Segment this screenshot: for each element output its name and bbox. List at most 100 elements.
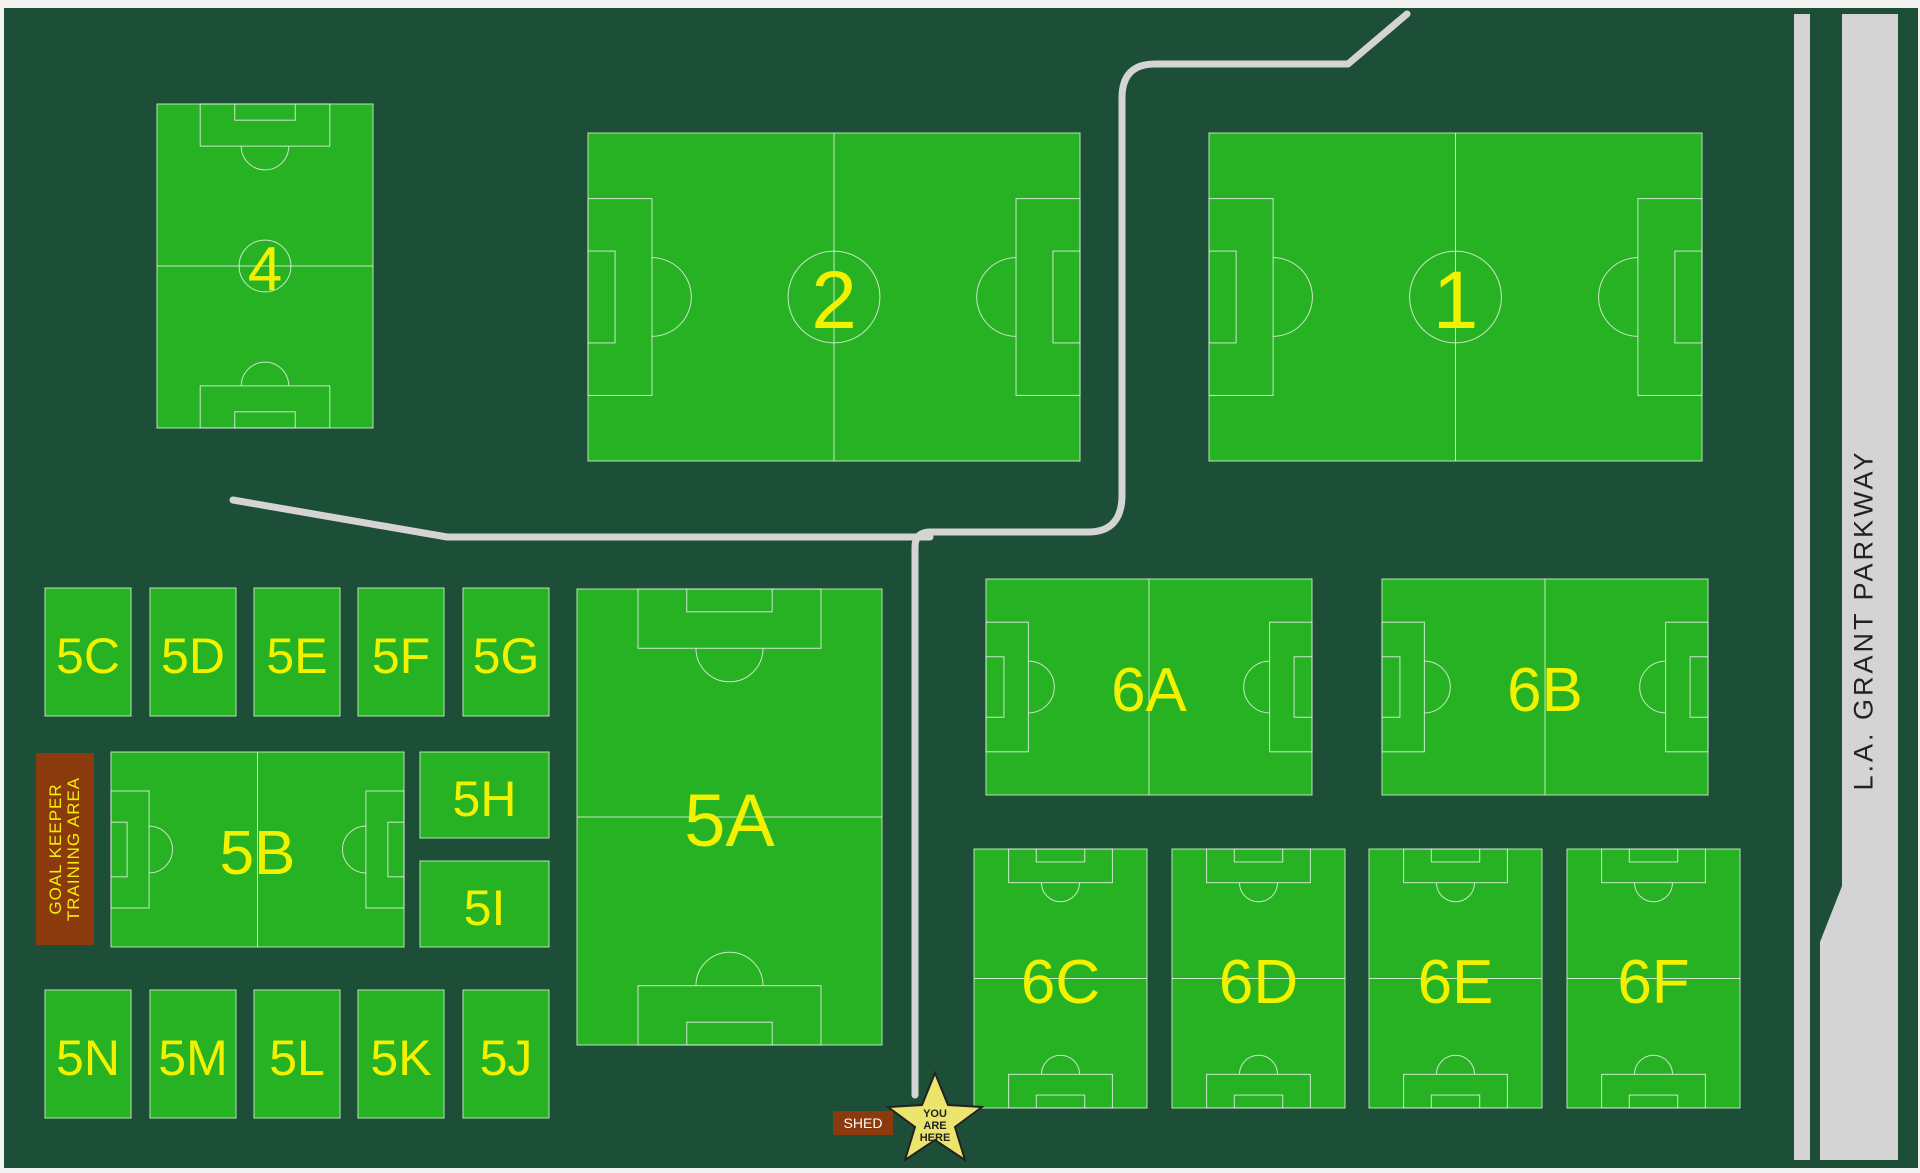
goal-box xyxy=(1430,1094,1481,1109)
field-surface xyxy=(149,587,237,717)
field-5k[interactable] xyxy=(357,989,445,1119)
field-surface xyxy=(253,587,341,717)
footpaths xyxy=(229,10,1411,1099)
field-label-2: 2 xyxy=(811,255,857,346)
penalty-arc xyxy=(1633,1054,1674,1075)
goal-box xyxy=(985,656,1005,718)
penalty-arc xyxy=(342,825,366,874)
field-5d[interactable] xyxy=(149,587,237,717)
footpath-west xyxy=(229,496,934,541)
you-are-here-star xyxy=(885,1070,985,1163)
goal-box xyxy=(1233,848,1284,863)
goal-box xyxy=(1430,848,1481,863)
fields-layer xyxy=(44,103,1741,1119)
field-5n[interactable] xyxy=(44,989,132,1119)
field-surface xyxy=(357,587,445,717)
field-5c[interactable] xyxy=(44,587,132,717)
penalty-arc xyxy=(1040,1054,1081,1075)
goal-box xyxy=(1233,1094,1284,1109)
goal-box xyxy=(1052,250,1081,344)
you-are-here-line1: YOU xyxy=(923,1107,947,1120)
goal-box xyxy=(587,250,616,344)
field-surface xyxy=(419,860,550,948)
field-surface xyxy=(462,989,550,1119)
field-label-6b: 6B xyxy=(1507,656,1583,725)
goal-box xyxy=(234,411,296,429)
goal-box xyxy=(1628,1094,1679,1109)
penalty-arc xyxy=(1435,1054,1476,1075)
field-1[interactable] xyxy=(1208,132,1703,462)
field-5i[interactable] xyxy=(419,860,550,948)
penalty-arc xyxy=(1273,257,1313,337)
field-label-4: 4 xyxy=(247,235,283,304)
goal-box xyxy=(686,588,773,613)
goal-box xyxy=(1628,848,1679,863)
parkway-label: L.A. GRANT PARKWAY xyxy=(1848,449,1879,791)
center-circle xyxy=(1409,250,1502,344)
field-label-5b: 5B xyxy=(219,818,296,888)
goal-box xyxy=(1293,656,1313,718)
penalty-arc xyxy=(1633,882,1674,903)
field-6d[interactable] xyxy=(1171,848,1346,1109)
field-5h[interactable] xyxy=(419,751,550,839)
field-6b[interactable] xyxy=(1381,578,1709,796)
field-label-5n: 5N xyxy=(56,1030,120,1086)
field-label-1: 1 xyxy=(1432,255,1479,346)
goal-box xyxy=(1381,656,1401,718)
field-5j[interactable] xyxy=(462,989,550,1119)
penalty-arc xyxy=(1238,1054,1279,1075)
field-6a[interactable] xyxy=(985,578,1313,796)
goalkeeper-label-line2: TRAINING AREA xyxy=(64,776,83,922)
field-6f[interactable] xyxy=(1566,848,1741,1109)
penalty-arc xyxy=(149,825,173,874)
penalty-arc xyxy=(1028,660,1055,714)
field-5b[interactable] xyxy=(110,751,405,948)
goal-box xyxy=(686,1021,773,1046)
field-label-5i: 5I xyxy=(463,880,506,936)
field-2[interactable] xyxy=(587,132,1081,462)
you-are-here-label: YOU ARE HERE xyxy=(920,1108,951,1144)
penalty-arc xyxy=(1243,660,1270,714)
field-surface xyxy=(419,751,550,839)
field-label-5e: 5E xyxy=(266,628,328,684)
penalty-arc xyxy=(240,361,290,386)
field-label-5j: 5J xyxy=(479,1030,533,1086)
field-surface xyxy=(253,989,341,1119)
field-label-5a: 5A xyxy=(684,779,775,862)
field-label-5m: 5M xyxy=(158,1030,228,1086)
field-surface xyxy=(357,989,445,1119)
field-5l[interactable] xyxy=(253,989,341,1119)
field-5f[interactable] xyxy=(357,587,445,717)
field-surface xyxy=(44,587,132,717)
field-label-5g: 5G xyxy=(472,628,540,684)
parkway xyxy=(1794,14,1898,1160)
field-5a[interactable] xyxy=(576,588,883,1046)
penalty-arc xyxy=(1424,660,1451,714)
goal-box xyxy=(110,821,128,878)
field-label-6e: 6E xyxy=(1417,947,1494,1017)
field-6e[interactable] xyxy=(1368,848,1543,1109)
you-are-here-line2: ARE xyxy=(923,1119,947,1132)
you-are-here-line3: HERE xyxy=(919,1132,951,1145)
penalty-arc xyxy=(651,257,692,337)
penalty-arc xyxy=(1435,882,1476,903)
penalty-arc xyxy=(695,648,764,683)
field-label-5f: 5F xyxy=(371,628,431,684)
field-5m[interactable] xyxy=(149,989,237,1119)
field-4[interactable] xyxy=(156,103,374,429)
penalty-arc xyxy=(695,951,764,986)
field-6c[interactable] xyxy=(973,848,1148,1109)
field-label-5k: 5K xyxy=(370,1030,432,1086)
field-label-6c: 6C xyxy=(1020,947,1101,1017)
goalkeeper-label-line1: GOAL KEEPER xyxy=(46,783,66,915)
field-label-6f: 6F xyxy=(1617,947,1690,1017)
field-5e[interactable] xyxy=(253,587,341,717)
center-circle xyxy=(238,239,292,293)
goal-box xyxy=(1035,1094,1086,1109)
center-circle xyxy=(787,250,881,344)
penalty-arc xyxy=(1598,257,1638,337)
field-label-5c: 5C xyxy=(56,628,120,684)
field-5g[interactable] xyxy=(462,587,550,717)
